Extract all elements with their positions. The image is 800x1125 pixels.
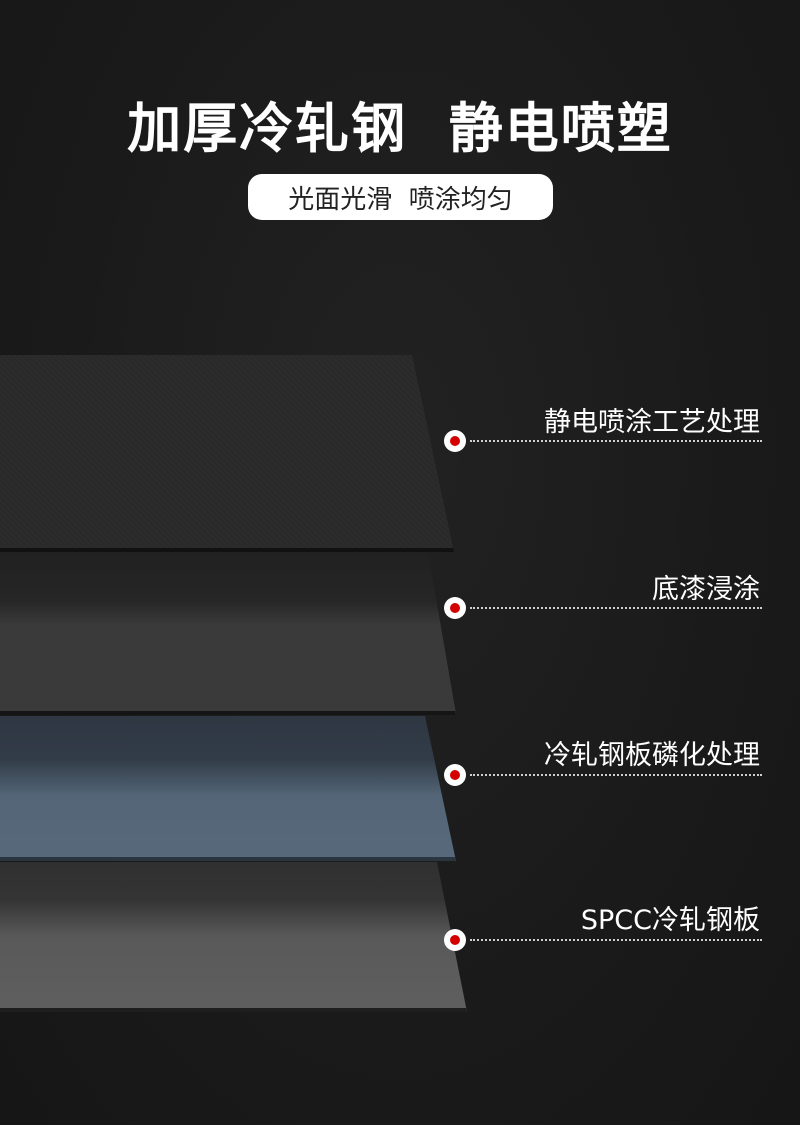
layer-powder-coating	[0, 355, 454, 552]
layer-edge	[0, 548, 454, 552]
marker-dot-icon	[444, 430, 466, 452]
layer-label: SPCC冷轧钢板	[580, 905, 760, 936]
layer-edge	[0, 1008, 467, 1012]
marker-dot-icon	[444, 764, 466, 786]
marker-dot-icon	[444, 597, 466, 619]
dotted-leader-line	[470, 440, 762, 442]
subtitle-text: 光面光滑 喷涂均匀	[288, 184, 513, 215]
layer-primer	[0, 552, 456, 714]
subtitle-badge: 光面光滑 喷涂均匀	[248, 174, 553, 220]
layer-label: 底漆浸涂	[652, 574, 760, 605]
dotted-leader-line	[470, 774, 762, 776]
layer-phosphating	[0, 716, 456, 861]
layer-label: 静电喷涂工艺处理	[544, 407, 760, 438]
marker-dot-icon	[444, 929, 466, 951]
layer-edge	[0, 711, 456, 715]
dotted-leader-line	[470, 607, 762, 609]
layer-edge	[0, 857, 456, 861]
layer-label: 冷轧钢板磷化处理	[544, 740, 760, 771]
dotted-leader-line	[470, 939, 762, 941]
layer-spcc-steel	[0, 862, 467, 1012]
page-title: 加厚冷轧钢 静电喷塑	[127, 97, 673, 160]
